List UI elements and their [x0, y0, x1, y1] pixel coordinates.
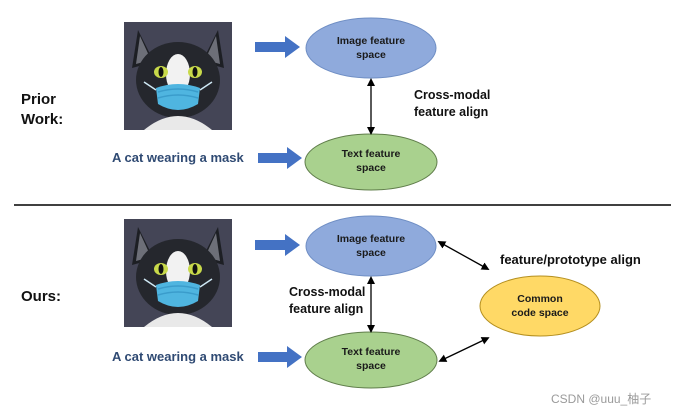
ours-cat-image: [123, 218, 233, 328]
prior-image-space-line2: space: [356, 49, 386, 61]
ours-text-arrow: [258, 346, 302, 368]
prior-align-line2: feature align: [414, 105, 489, 119]
prior-cat-image: [123, 21, 233, 131]
common-code-space: [479, 275, 601, 337]
text-to-common-arrow: [438, 337, 490, 362]
watermark: CSDN @uuu_柚子: [551, 392, 652, 406]
ours-align-line1: Cross-modal: [289, 285, 366, 299]
ours-text-space-label: Text feature space: [305, 345, 437, 373]
ours-label: Ours:: [21, 288, 62, 305]
prior-label-line1: Prior: [21, 91, 57, 108]
prior-text-arrow: [258, 147, 302, 169]
prior-image-space-line1: Image feature: [336, 35, 406, 47]
prior-text-space-line1: Text feature: [341, 148, 401, 160]
ours-text-space-line2: space: [356, 360, 386, 372]
ours-image-arrow: [255, 234, 300, 256]
ours-align-label: Cross-modal feature align: [289, 284, 365, 318]
prior-label-line2: Work:: [21, 111, 64, 128]
prior-image-arrow: [255, 36, 300, 58]
ours-image-space-label: Image feature space: [306, 232, 436, 260]
ours-image-space-line2: space: [356, 247, 386, 259]
prior-work-label: Prior Work:: [21, 90, 63, 130]
ours-text-space-line1: Text feature: [341, 346, 401, 358]
prior-text-space-label: Text feature space: [305, 147, 437, 175]
prior-align-line1: Cross-modal: [414, 88, 491, 102]
prototype-align-label: feature/prototype align: [500, 252, 641, 267]
image-to-common-arrow: [437, 241, 490, 270]
common-space-line1: Common: [517, 293, 563, 305]
ours-caption: A cat wearing a mask: [112, 349, 244, 364]
ours-align-line2: feature align: [289, 302, 364, 316]
common-space-label: Common code space: [480, 292, 600, 320]
prior-image-space-label: Image feature space: [306, 34, 436, 62]
prior-align-label: Cross-modal feature align: [414, 87, 490, 121]
ours-image-space-line1: Image feature: [336, 233, 406, 245]
prior-text-space-line2: space: [356, 162, 386, 174]
common-space-line2: code space: [511, 307, 569, 319]
prior-caption: A cat wearing a mask: [112, 150, 244, 165]
